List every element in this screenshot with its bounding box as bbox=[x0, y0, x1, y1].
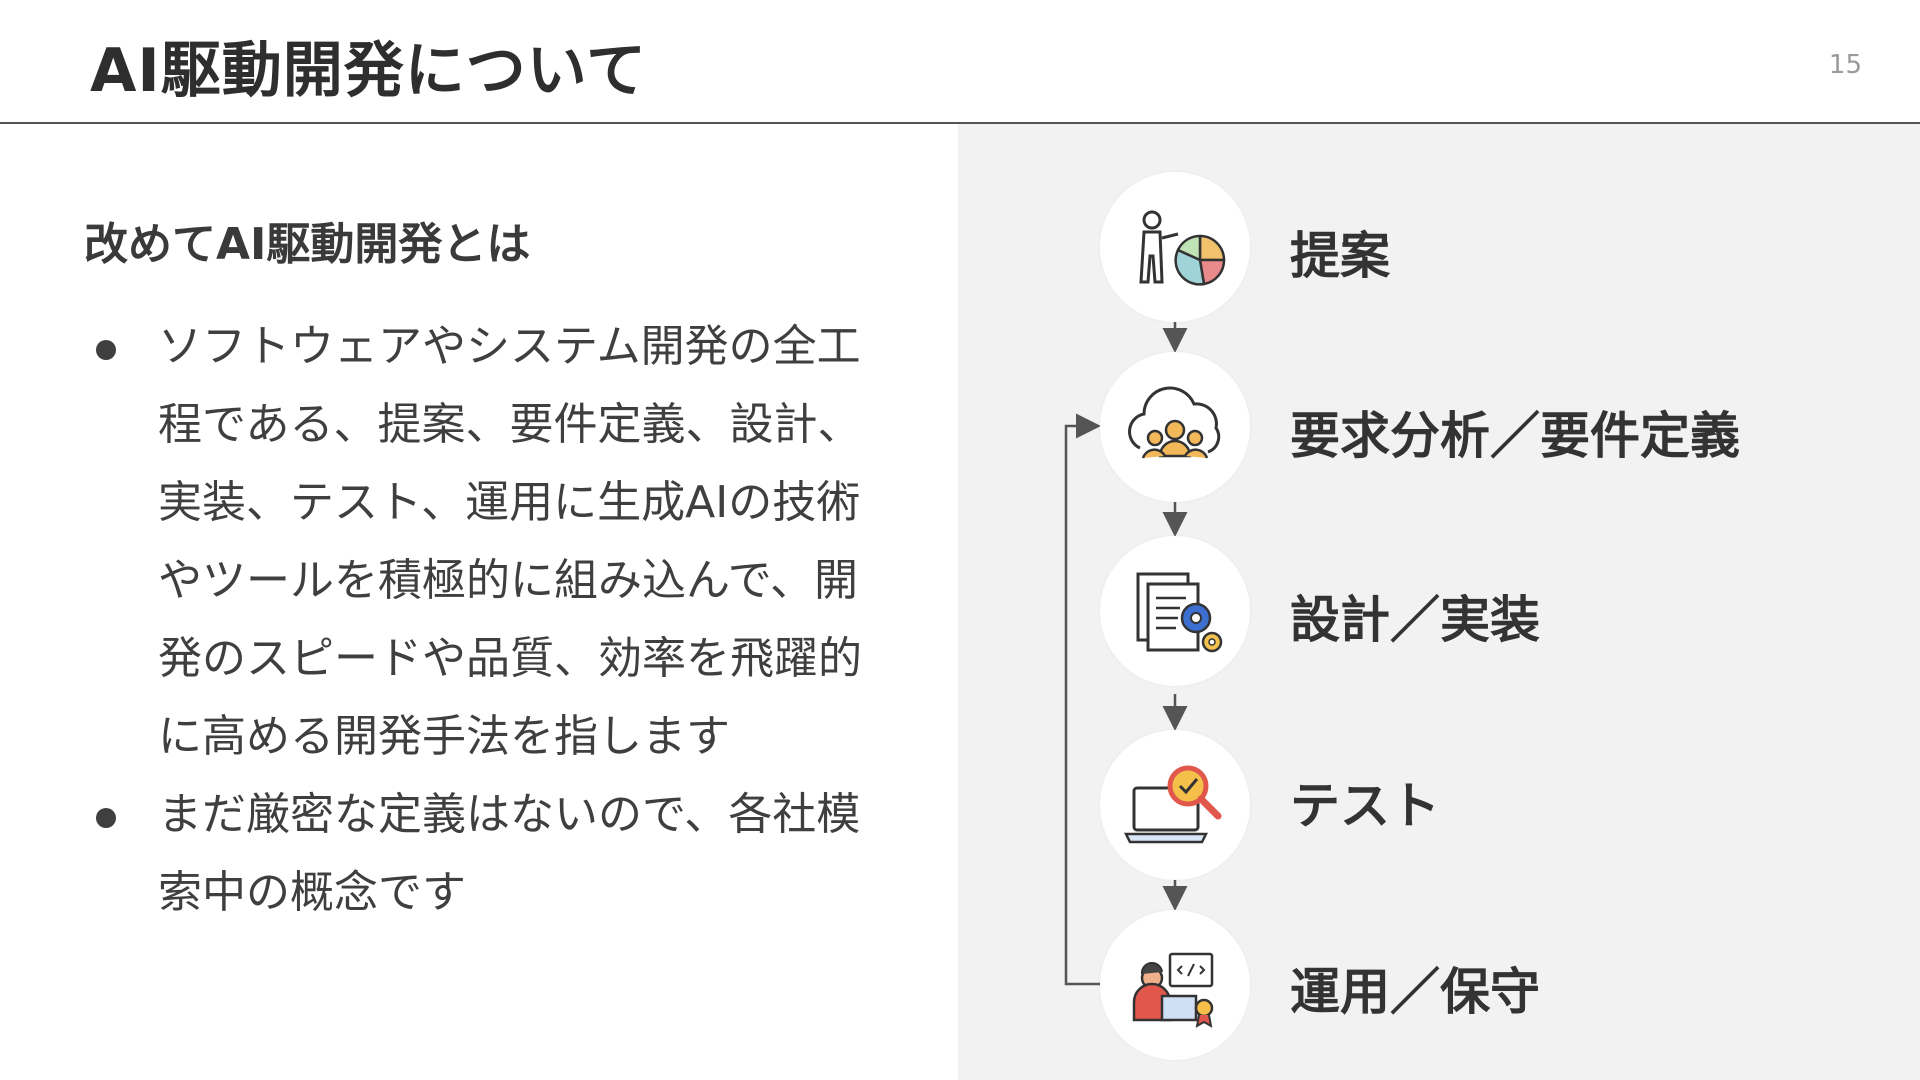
presentation-chart-icon bbox=[1139, 210, 1226, 286]
step-label-design: 設計／実装 bbox=[1290, 591, 1540, 649]
bullet-item: ソフトウェアやシステム開発の全工程である、提案、要件定義、設計、実装、テスト、運… bbox=[92, 308, 862, 776]
slide-title: AI駆動開発について bbox=[90, 36, 647, 106]
bullet-item: まだ厳密な定義はないので、各社模索中の概念です bbox=[92, 776, 862, 932]
feedback-loop-arrow bbox=[1064, 413, 1102, 986]
step-requirements bbox=[1100, 352, 1250, 502]
step-label-proposal: 提案 bbox=[1290, 227, 1390, 285]
header-divider bbox=[0, 122, 1920, 124]
documents-gear-icon bbox=[1136, 572, 1223, 653]
section-subtitle: 改めてAI駆動開発とは bbox=[84, 219, 531, 270]
step-design bbox=[1100, 536, 1250, 686]
bullet-text: まだ厳密な定義はないので、各社模索中の概念です bbox=[158, 789, 861, 918]
step-operation bbox=[1100, 910, 1250, 1060]
bullet-text: ソフトウェアやシステム開発の全工程である、提案、要件定義、設計、実装、テスト、運… bbox=[158, 321, 862, 762]
page-number: 15 bbox=[1828, 50, 1862, 80]
bullet-list: ソフトウェアやシステム開発の全工程である、提案、要件定義、設計、実装、テスト、運… bbox=[92, 308, 862, 932]
bullet-dot-icon bbox=[96, 340, 116, 360]
step-test bbox=[1100, 730, 1250, 880]
laptop-magnifier-check-icon bbox=[1123, 765, 1222, 844]
developer-code-certificate-icon bbox=[1132, 952, 1214, 1028]
step-label-requirements: 要求分析／要件定義 bbox=[1290, 407, 1740, 465]
step-proposal bbox=[1100, 172, 1250, 322]
cloud-team-icon bbox=[1128, 386, 1221, 459]
step-label-operation: 運用／保守 bbox=[1290, 963, 1540, 1021]
bullet-dot-icon bbox=[96, 808, 116, 828]
step-label-test: テスト bbox=[1290, 777, 1440, 835]
